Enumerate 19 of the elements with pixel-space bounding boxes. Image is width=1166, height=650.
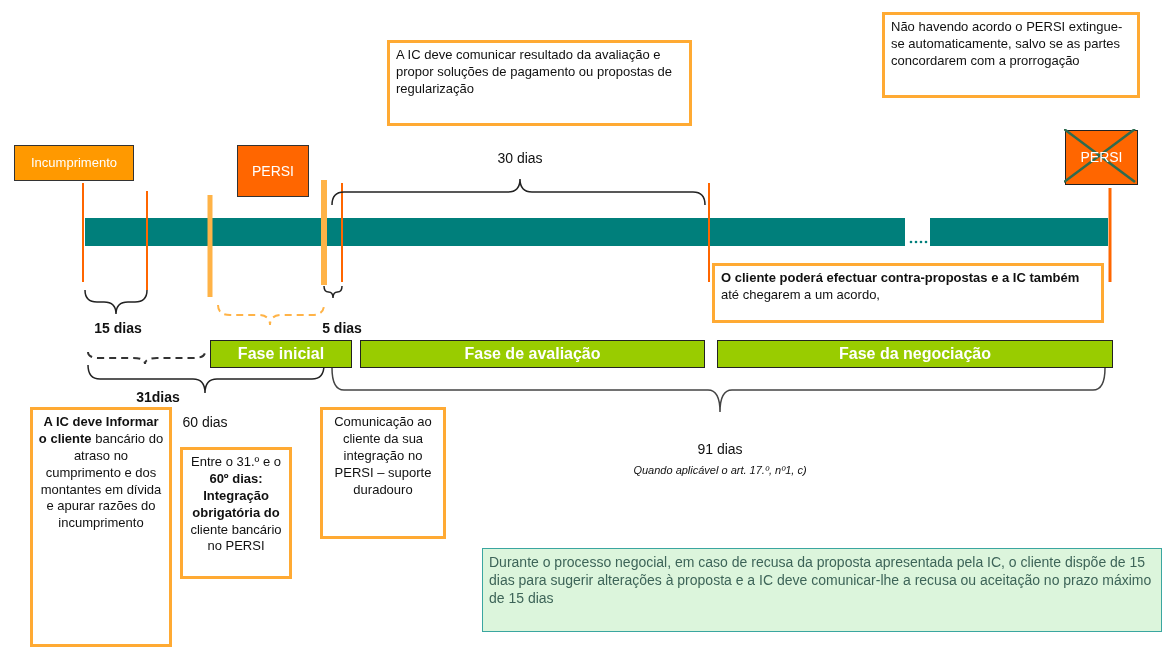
duration-label: 15 dias xyxy=(94,320,142,336)
phase-bar: Fase da negociação xyxy=(717,340,1113,368)
note-box: A IC deve Informar o cliente bancário do atraso no cumprimento e dos montantes em dívida e apurar razões do incumprimento xyxy=(30,407,172,647)
footnote: Quando aplicável o art. 17.º, nº1, c) xyxy=(633,464,807,476)
duration-label: 31dias xyxy=(136,389,180,405)
duration-label: 5 dias xyxy=(322,320,362,336)
duration-label: 30 dias xyxy=(497,150,543,166)
note-box: Durante o processo negocial, em caso de recusa da proposta apresentada pela IC, o cliente dispõe de 15 dias para sugerir alterações à proposta e a IC deve comunicar-lhe a recusa ou aceitação no prazo máximo de 15 dias xyxy=(482,548,1162,632)
duration-label: 91 dias xyxy=(697,441,743,457)
note-box: Comunicação ao cliente da sua integração no PERSI – suporte duradouro xyxy=(320,407,446,539)
phase-bar: Fase inicial xyxy=(210,340,352,368)
duration-label: 60 dias xyxy=(182,414,228,430)
event-box: Incumprimento xyxy=(14,145,134,181)
note-box: A IC deve comunicar resultado da avaliação e propor soluções de pagamento ou propostas de regularização xyxy=(387,40,692,126)
note-box: Entre o 31.º e o 60º dias: Integração obrigatória do cliente bancário no PERSI xyxy=(180,447,292,579)
note-box: Não havendo acordo o PERSI extingue-se automaticamente, salvo se as partes concordarem com a prorrogação xyxy=(882,12,1140,98)
note-box: O cliente poderá efectuar contra-propostas e a IC também até chegarem a um acordo, xyxy=(712,263,1104,323)
phase-bar: Fase de avaliação xyxy=(360,340,705,368)
event-box: PERSI xyxy=(237,145,309,197)
